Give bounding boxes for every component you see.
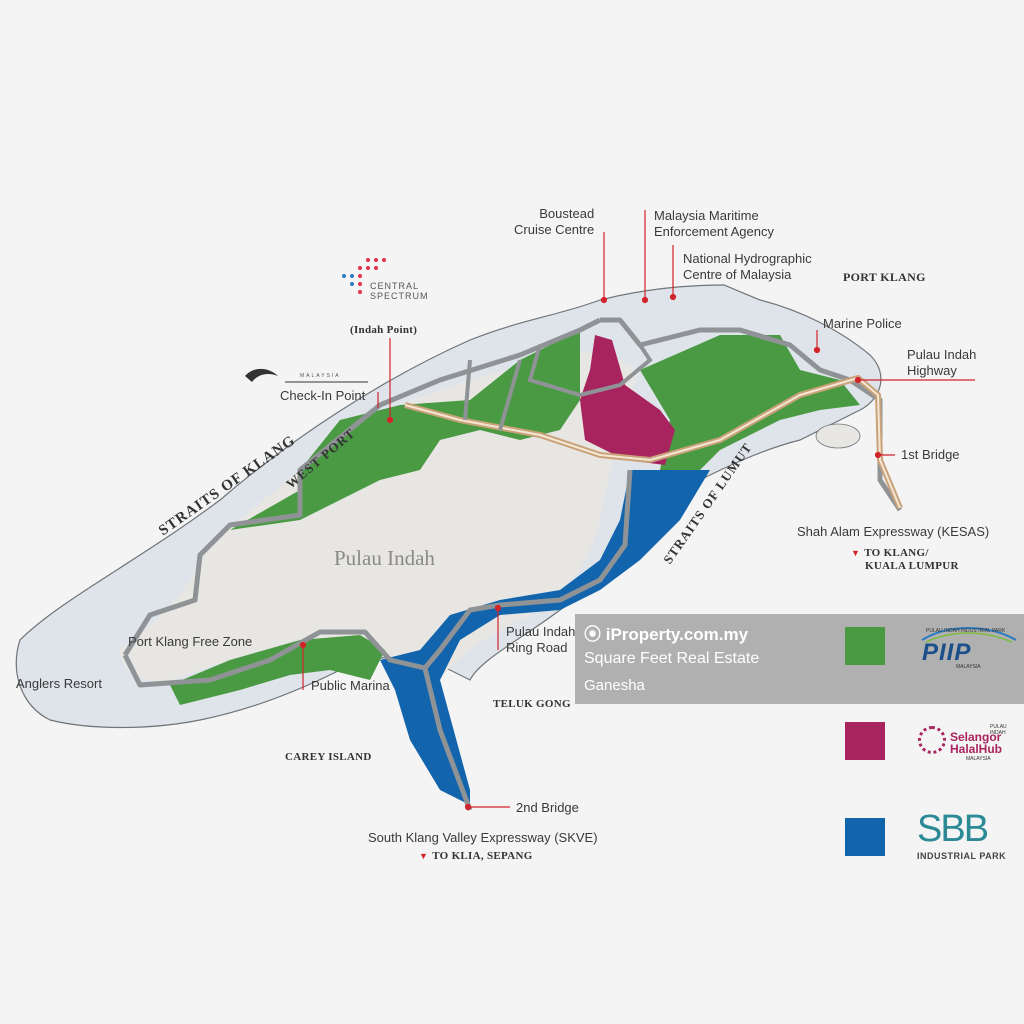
label-marine-police: Marine Police (823, 316, 902, 331)
label-kuala-lumpur: KUALA LUMPUR (865, 560, 959, 572)
skve-road (422, 667, 473, 811)
halal-emblem-icon (918, 726, 946, 754)
central-spectrum-logo: CENTRAL SPECTRUM (370, 281, 429, 301)
label-port-klang: PORT KLANG (843, 270, 926, 284)
watermark-site: ⦿ iProperty.com.my (584, 625, 749, 644)
airport-logo-text: MALAYSIA (300, 373, 341, 379)
piip-zone-east (640, 335, 860, 470)
piip-arc-icon (921, 627, 1017, 643)
central-spectrum-dots (342, 258, 386, 294)
sbb-sub: INDUSTRIAL PARK (917, 851, 1007, 861)
halal-country: MALAYSIA (966, 756, 991, 762)
piip-logo: PULAU INDAH INDUSTRIAL PARK PIIP MALAYSI… (918, 620, 1018, 670)
label-anglers: Anglers Resort (16, 676, 102, 691)
halal-zone (580, 335, 675, 465)
highway-core (404, 377, 901, 509)
local-road (527, 343, 653, 398)
watermark-agency: Square Feet Real Estate (584, 650, 760, 667)
sbb-wordmark: SBB (917, 808, 989, 850)
label-free-zone: Port Klang Free Zone (128, 634, 253, 649)
pin-icon: ⦿ (584, 625, 606, 644)
label-boustead: Boustead Cruise Centre (514, 206, 595, 237)
label-to-klia: ▼TO KLIA, SEPANG (419, 850, 533, 862)
halal-hub-logo: PULAU INDAH Selangor HalalHub MALAYSIA (918, 722, 1018, 767)
label-highway: Pulau Indah Highway (907, 347, 977, 378)
label-2nd-bridge: 2nd Bridge (516, 800, 579, 815)
label-indah-point: (Indah Point) (350, 324, 418, 336)
airport-swirl-icon (245, 368, 278, 382)
legend-swatch-piip (845, 627, 885, 665)
halal-top-text: PULAU INDAH (990, 724, 1007, 736)
piip-wordmark: PIIP (922, 639, 972, 666)
label-first-bridge: 1st Bridge (901, 447, 960, 462)
watermark-agent: Ganesha (584, 677, 645, 694)
label-ring-road: Pulau Indah Ring Road (506, 624, 576, 655)
halal-hub-text: HalalHub (950, 742, 1003, 756)
label-carey: CAREY ISLAND (285, 751, 372, 763)
sbb-logo: SBB INDUSTRIAL PARK (917, 808, 1017, 863)
islet (815, 423, 861, 449)
label-public-marina: Public Marina (311, 678, 390, 693)
label-teluk-gong: TELUK GONG (493, 698, 571, 710)
sbb-zone (380, 470, 710, 805)
legend-swatch-halal (845, 722, 885, 760)
legend-swatch-sbb (845, 818, 885, 856)
piip-country: MALAYSIA (956, 664, 981, 670)
label-checkin: Check-In Point (280, 388, 366, 403)
label-hydrographic: National Hydrographic Centre of Malaysia (683, 251, 812, 282)
label-to-klang: ▼TO KLANG/ (851, 547, 929, 559)
local-road-2 (463, 359, 522, 431)
label-maritime: Malaysia Maritime Enforcement Agency (654, 208, 774, 239)
label-kesas: Shah Alam Expressway (KESAS) (797, 524, 990, 539)
selangor-text: Selangor (950, 730, 1002, 744)
piip-zone-north (230, 330, 580, 530)
piip-zone-south (170, 635, 385, 705)
piip-top-text: PULAU INDAH INDUSTRIAL PARK (926, 628, 1006, 634)
island-name: Pulau Indah (334, 546, 435, 570)
label-skve: South Klang Valley Expressway (SKVE) (368, 830, 598, 845)
